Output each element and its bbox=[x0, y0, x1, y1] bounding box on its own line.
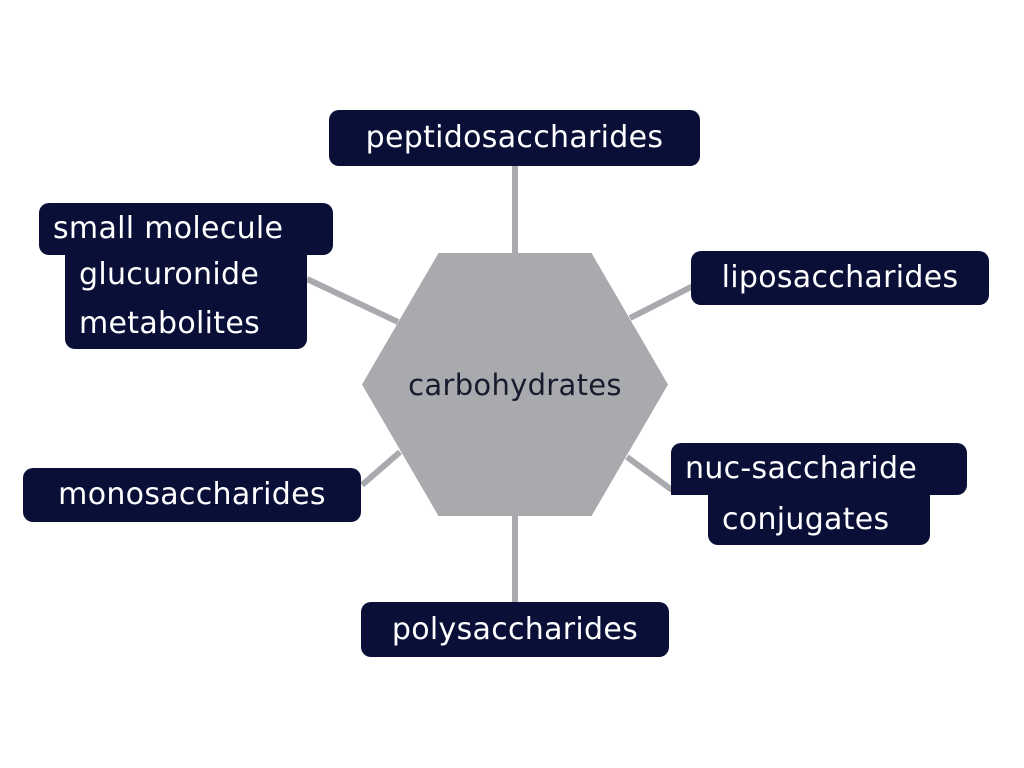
connector-top-left bbox=[305, 276, 400, 325]
node-peptidosaccharides: peptidosaccharides bbox=[329, 110, 700, 166]
node-polysaccharides: polysaccharides bbox=[361, 602, 669, 657]
node-line: small molecule bbox=[39, 203, 333, 255]
node-line: metabolites bbox=[65, 299, 307, 349]
node-monosaccharides: monosaccharides bbox=[23, 468, 361, 522]
node-small-molecule-glucuronide-metabolites: small molecule glucuronide metabolites bbox=[39, 203, 333, 349]
node-line: nuc-saccharide bbox=[671, 443, 967, 495]
node-nuc-saccharide-conjugates: nuc-saccharide conjugates bbox=[671, 443, 967, 545]
node-line: glucuronide bbox=[65, 251, 307, 299]
center-label: carbohydrates bbox=[408, 367, 622, 402]
node-line: conjugates bbox=[708, 495, 930, 545]
node-liposaccharides: liposaccharides bbox=[691, 251, 989, 305]
connector-bottom-right bbox=[625, 454, 674, 493]
center-hexagon: carbohydrates bbox=[362, 253, 668, 516]
connector-bottom-left bbox=[360, 449, 402, 488]
connector-top-right bbox=[628, 283, 695, 321]
